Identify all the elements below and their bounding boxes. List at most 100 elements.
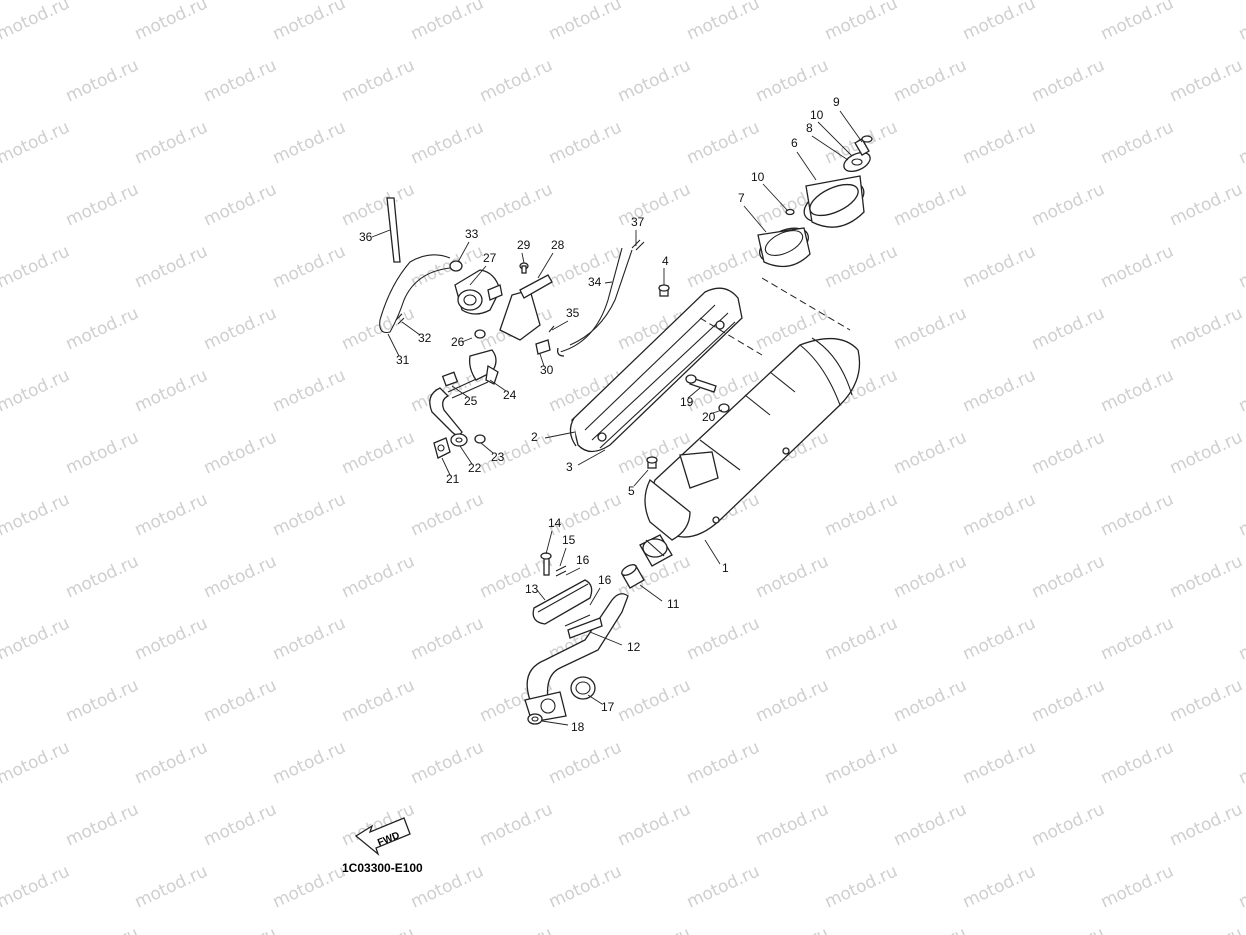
- watermark-text: motod.ru: [408, 117, 487, 168]
- watermark-text: motod.ru: [615, 179, 694, 230]
- callout-c19: 19: [680, 387, 701, 409]
- watermark-text: motod.ru: [1029, 799, 1108, 850]
- callout-c14: 14: [545, 516, 562, 555]
- watermark-text: motod.ru: [63, 923, 142, 935]
- leader-line: [537, 252, 554, 279]
- watermark-text: motod.ru: [0, 365, 73, 416]
- bracket-bolt: [535, 339, 551, 355]
- callout-c5: 5: [628, 469, 649, 498]
- callout-c10a: 10: [810, 108, 853, 157]
- callout-label: 31: [396, 353, 410, 367]
- leader-line: [796, 151, 817, 181]
- callout-c30: 30: [539, 353, 554, 377]
- watermark-text: motod.ru: [1029, 179, 1108, 230]
- watermark-text: motod.ru: [63, 303, 142, 354]
- callout-label: 21: [446, 472, 460, 486]
- leader-line: [817, 121, 853, 157]
- watermark-text: motod.ru: [1236, 241, 1246, 292]
- leader-line: [709, 409, 723, 415]
- cable-tie: [386, 197, 401, 263]
- watermark-text: motod.ru: [0, 303, 4, 354]
- callout-label: 18: [571, 720, 585, 734]
- watermark-text: motod.ru: [0, 117, 73, 168]
- watermark-text: motod.ru: [822, 613, 901, 664]
- watermark-text: motod.ru: [132, 117, 211, 168]
- watermark-text: motod.ru: [1029, 427, 1108, 478]
- watermark-text: motod.ru: [132, 861, 211, 912]
- watermark-text: motod.ru: [132, 0, 211, 45]
- watermark-text: motod.ru: [1167, 179, 1246, 230]
- callout-label: 13: [525, 582, 539, 596]
- callout-label: 22: [468, 461, 482, 475]
- callout-label: 3: [566, 460, 573, 474]
- watermark-text: motod.ru: [132, 365, 211, 416]
- callout-label: 15: [562, 533, 576, 547]
- watermark-text: motod.ru: [63, 55, 142, 106]
- watermark-text: motod.ru: [960, 0, 1039, 45]
- long-bolt: [685, 374, 717, 393]
- leader-line: [539, 353, 545, 367]
- watermark-text: motod.ru: [753, 675, 832, 726]
- watermark-text: motod.ru: [477, 427, 556, 478]
- watermark-text: motod.ru: [684, 861, 763, 912]
- callout-c22: 22: [459, 445, 482, 475]
- callout-label: 27: [483, 251, 497, 265]
- watermark-text: motod.ru: [270, 365, 349, 416]
- leader-line: [536, 589, 546, 601]
- watermark-text: motod.ru: [0, 613, 73, 664]
- leader-line: [704, 539, 721, 565]
- watermark-text: motod.ru: [0, 179, 4, 230]
- watermark-text: motod.ru: [132, 489, 211, 540]
- callout-label: 16: [576, 553, 590, 567]
- callout-c32: 32: [401, 321, 432, 345]
- leader-line: [743, 205, 767, 233]
- leader-line: [401, 321, 421, 336]
- leader-line: [461, 337, 473, 343]
- callout-c20: 20: [702, 409, 723, 424]
- watermark-text: motod.ru: [63, 179, 142, 230]
- leader-line: [457, 241, 470, 263]
- watermark-text: motod.ru: [477, 923, 556, 935]
- watermark-text: motod.ru: [546, 489, 625, 540]
- watermark-text: motod.ru: [891, 179, 970, 230]
- hose-clip: [449, 260, 486, 339]
- watermark-text: motod.ru: [1236, 737, 1246, 788]
- watermark-text: motod.ru: [1098, 117, 1177, 168]
- watermark-text: motod.ru: [201, 427, 280, 478]
- callout-c33: 33: [457, 227, 479, 263]
- bolt: [658, 284, 670, 297]
- watermark-text: motod.ru: [63, 675, 142, 726]
- watermark-text: motod.ru: [0, 0, 73, 45]
- callout-label: 12: [627, 640, 641, 654]
- watermark-text: motod.ru: [0, 241, 73, 292]
- watermark-text: motod.ru: [0, 675, 4, 726]
- callout-c10b: 10: [751, 170, 789, 212]
- clamp: [441, 371, 459, 387]
- callout-label: 7: [738, 191, 745, 205]
- watermark-text: motod.ru: [339, 923, 418, 935]
- watermark-text: motod.ru: [408, 0, 487, 45]
- leader-line: [762, 183, 789, 212]
- gasket-sleeve: [621, 564, 645, 589]
- watermark-text: motod.ru: [891, 303, 970, 354]
- watermark-text: motod.ru: [960, 861, 1039, 912]
- leader-line: [559, 547, 567, 567]
- watermark-text: motod.ru: [1167, 427, 1246, 478]
- diagram-code: 1C03300-E100: [342, 861, 423, 875]
- watermark-text: motod.ru: [201, 55, 280, 106]
- callout-c1: 1: [704, 539, 729, 575]
- watermark-text: motod.ru: [408, 489, 487, 540]
- callout-label: 25: [464, 394, 478, 408]
- callout-label: 33: [465, 227, 479, 241]
- callout-label: 29: [517, 238, 531, 252]
- watermark-text: motod.ru: [201, 551, 280, 602]
- callout-label: 2: [531, 430, 538, 444]
- callout-label: 11: [667, 597, 680, 611]
- plate-washer: [843, 151, 871, 173]
- watermark-text: motod.ru: [1236, 861, 1246, 912]
- watermark-text: motod.ru: [1098, 241, 1177, 292]
- watermark-text: motod.ru: [960, 613, 1039, 664]
- watermark-text: motod.ru: [270, 117, 349, 168]
- exhaust-pipe-protector: [532, 579, 593, 625]
